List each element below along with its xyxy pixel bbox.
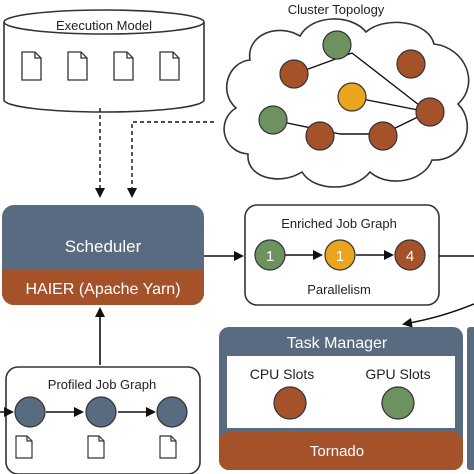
profiled-node [14, 396, 46, 428]
document-icon [67, 51, 88, 81]
scheduler-title: Scheduler [65, 237, 142, 256]
gpu-slot [381, 386, 415, 420]
dashed-connectors [95, 108, 214, 198]
enriched-node-label: 1 [336, 248, 344, 265]
profiled-job-graph: Profiled Job Graph [0, 366, 201, 474]
arrow-to-task-manager [402, 303, 474, 328]
execution-model-docs [21, 51, 180, 81]
document-icon [21, 51, 42, 81]
topology-node [337, 82, 367, 112]
task-manager-partial [467, 327, 474, 470]
document-icon [159, 435, 177, 459]
enriched-node [394, 239, 426, 271]
document-icon [87, 435, 105, 459]
enriched-graph-caption: Parallelism [307, 282, 371, 297]
scheduler-subtitle: HAIER (Apache Yarn) [25, 281, 180, 298]
enriched-node-label: 1 [266, 248, 274, 265]
execution-model-title: Execution Model [56, 18, 152, 33]
topology-node [368, 121, 398, 151]
topology-node [258, 105, 288, 135]
topology-node [415, 97, 445, 127]
task-manager-footer: Tornado [310, 443, 364, 460]
document-icon [113, 51, 134, 81]
enriched-job-graph: Enriched Job Graph 1 1 4 Parallelism [244, 204, 440, 306]
profiled-node [156, 396, 188, 428]
cluster-topology-title: Cluster Topology [288, 2, 385, 17]
gpu-slots-label: GPU Slots [365, 366, 430, 382]
enriched-node [254, 239, 286, 271]
topology-node [322, 30, 352, 60]
document-icon [15, 435, 33, 459]
topology-node [305, 121, 335, 151]
cpu-slots-label: CPU Slots [250, 366, 315, 382]
scheduler: Scheduler HAIER (Apache Yarn) [2, 205, 204, 305]
enriched-graph-title: Enriched Job Graph [281, 216, 397, 231]
task-manager: Task Manager CPU Slots GPU Slots Tornado [219, 327, 463, 470]
cpu-slot [273, 386, 307, 420]
topology-node [396, 49, 426, 79]
enriched-node-label: 4 [406, 248, 414, 265]
profiled-node [85, 396, 117, 428]
profiled-graph-title: Profiled Job Graph [48, 377, 156, 392]
cluster-topology: Cluster Topology [223, 2, 470, 188]
execution-model: Execution Model [3, 9, 205, 113]
document-icon [159, 51, 180, 81]
enriched-node [324, 239, 356, 271]
topology-node [279, 59, 309, 89]
task-manager-title: Task Manager [287, 335, 388, 352]
